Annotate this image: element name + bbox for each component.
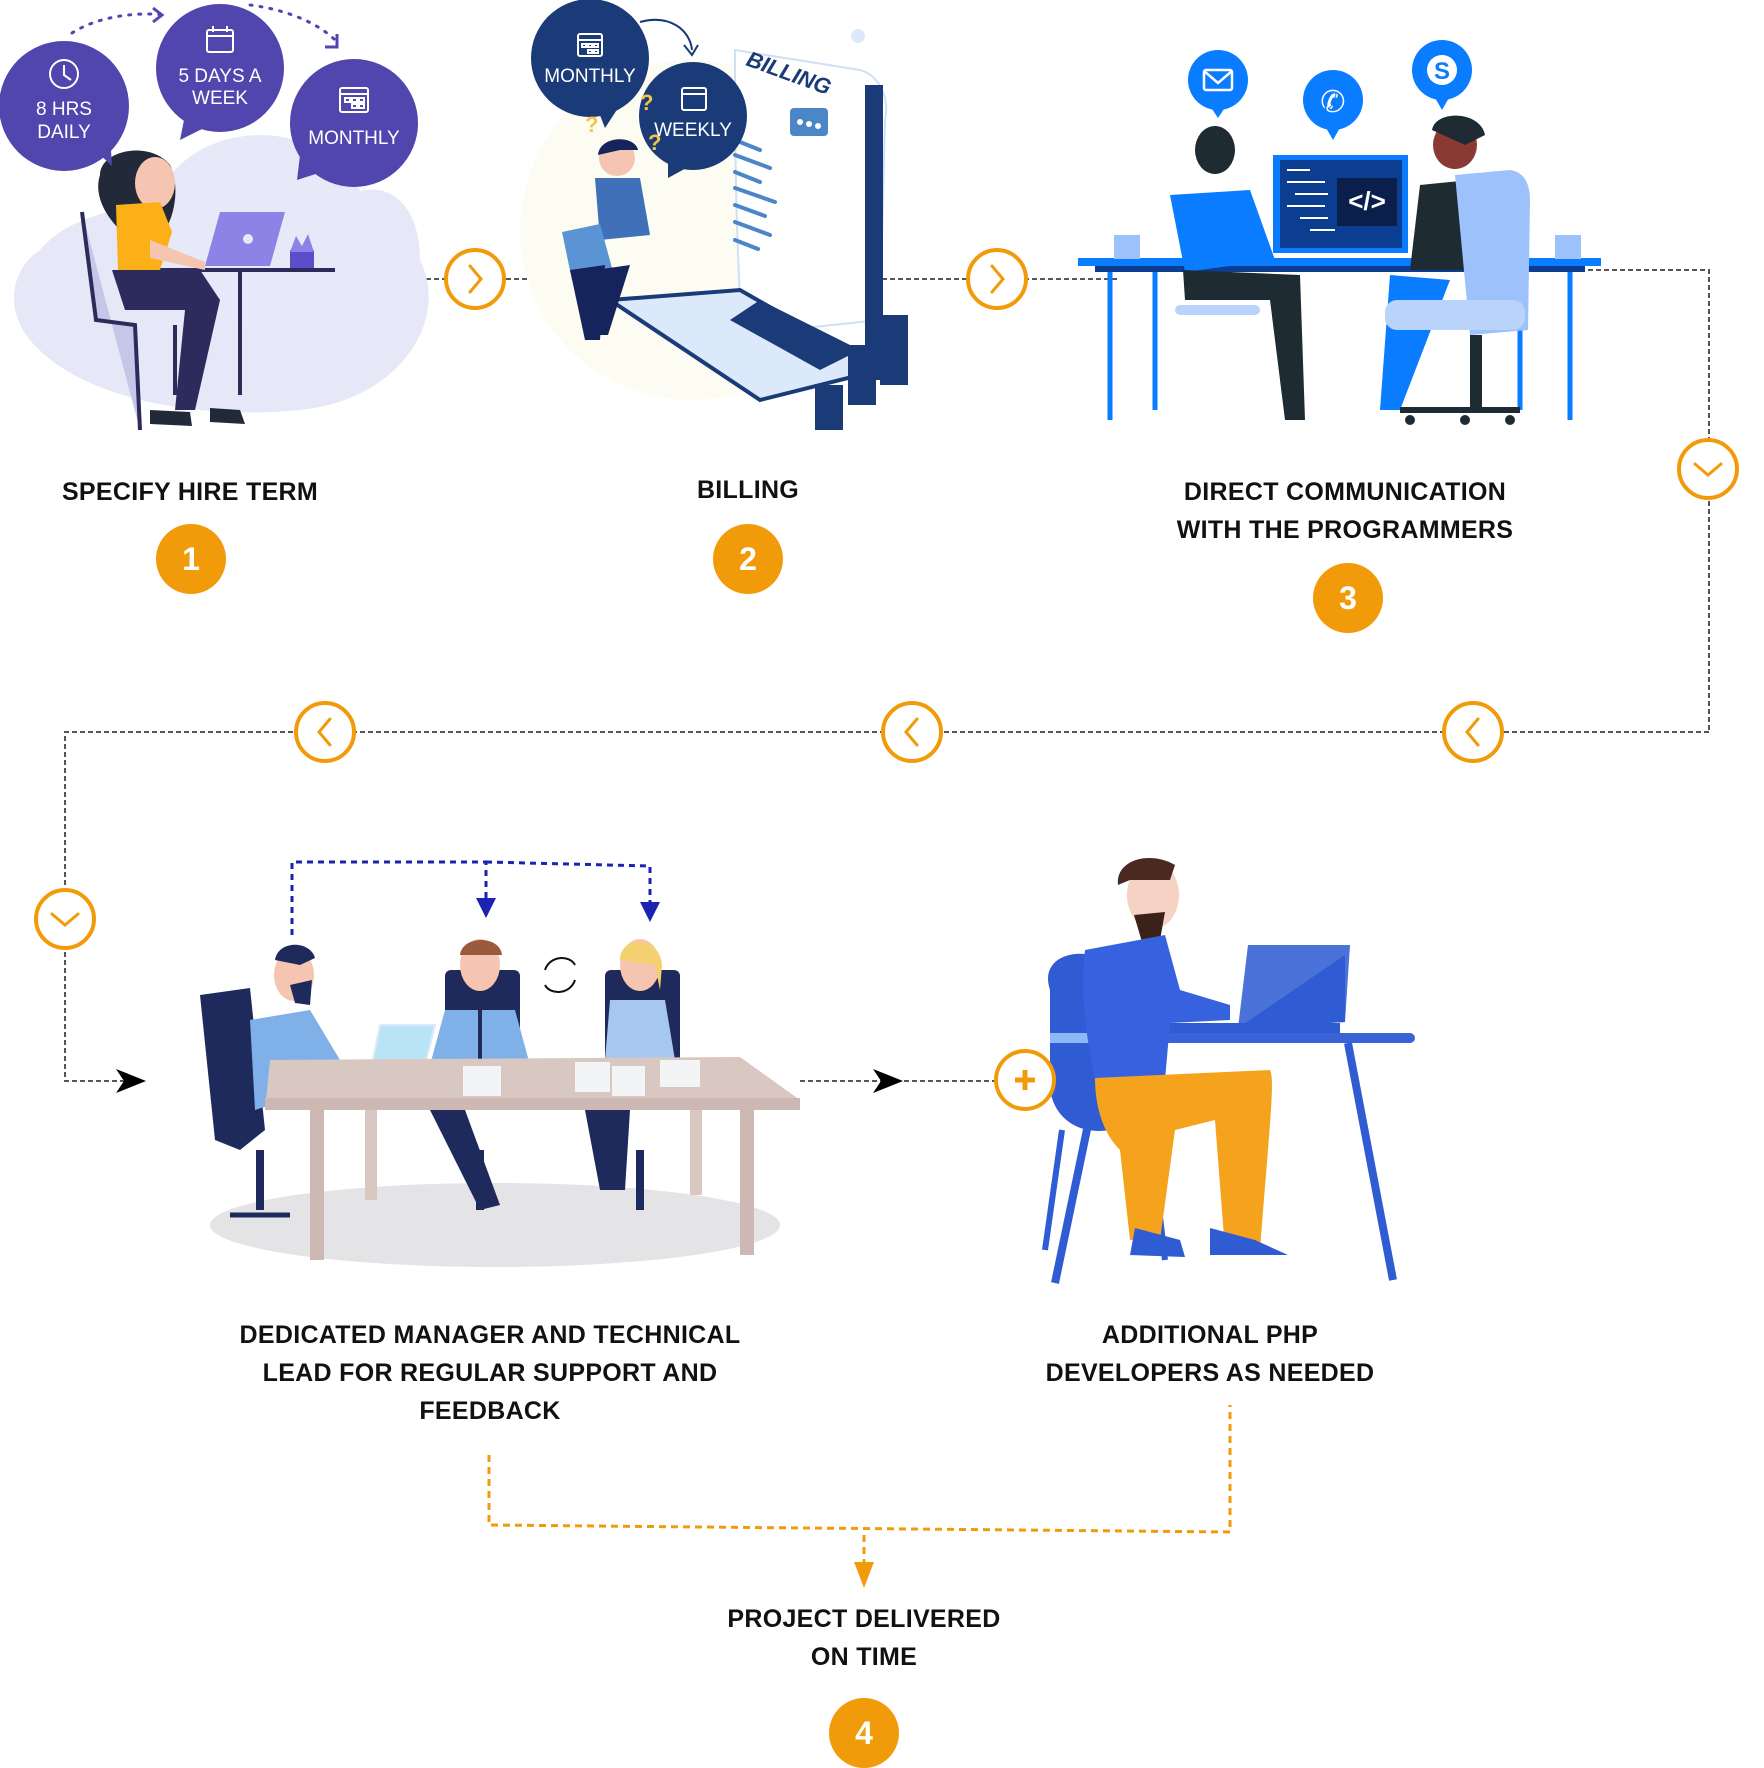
meeting-illustration — [200, 860, 800, 1267]
bubble-5-days-line2: WEEK — [192, 88, 248, 109]
developers-step-title: ADDITIONAL PHP DEVELOPERS AS NEEDED — [1010, 1316, 1410, 1392]
bubble-5-days-a-week: 5 DAYS A WEEK — [156, 4, 284, 140]
arrowhead-to-developer — [873, 1069, 903, 1093]
calendar-icon — [206, 26, 234, 53]
chevron-right-icon — [990, 264, 1005, 294]
step-3-title-line2: WITH THE PROGRAMMERS — [1176, 516, 1514, 544]
prev-step-button-3[interactable] — [294, 701, 356, 763]
next-step-button-2[interactable] — [966, 248, 1028, 310]
next-step-button-down-left[interactable] — [34, 888, 96, 950]
step-2-badge: 2 — [713, 524, 783, 594]
step-2-title-text: BILLING — [696, 476, 800, 504]
bubble-8-hrs-daily: 8 HRS DAILY — [0, 41, 129, 171]
step-4-badge: 4 — [829, 1698, 899, 1768]
step-3-title-line1: DIRECT COMMUNICATION — [1183, 478, 1507, 506]
svg-text:?: ? — [585, 112, 598, 137]
mail-icon — [1202, 68, 1234, 92]
hire-term-arc-arrow-2 — [325, 34, 339, 49]
chevron-left-icon — [904, 717, 919, 747]
chevron-down-icon — [50, 912, 80, 927]
hire-term-flow-arc-2 — [248, 3, 337, 42]
step-4-title-line1: PROJECT DELIVERED — [727, 1605, 1001, 1633]
developers-title-line1: ADDITIONAL PHP — [1101, 1321, 1319, 1349]
calendar-grid-icon — [339, 87, 369, 113]
next-step-button-down-right[interactable] — [1677, 438, 1739, 500]
step-2-title: BILLING — [600, 471, 896, 509]
code-symbol: </> — [1348, 186, 1386, 216]
chevron-left-icon — [1465, 717, 1480, 747]
mail-bubble — [1188, 50, 1248, 118]
bubble-monthly-hire: MONTHLY — [290, 59, 418, 187]
plus-icon — [1015, 1070, 1035, 1090]
svg-text:?: ? — [640, 90, 653, 115]
hire-term-illustration — [13, 135, 429, 431]
calendar-grid-icon — [577, 33, 603, 57]
step-1-title: SPECIFY HIRE TERM — [20, 473, 360, 511]
chevron-left-icon — [317, 717, 332, 747]
clock-icon — [49, 59, 79, 89]
prev-step-button-2[interactable] — [881, 701, 943, 763]
chevron-down-icon — [1693, 462, 1723, 477]
phone-icon: ✆ — [1320, 86, 1345, 119]
arrowhead-to-delivery — [854, 1562, 874, 1588]
bubble-weekly-billing: WEEKLY — [639, 62, 747, 178]
bubble-8-hrs-line2: DAILY — [37, 122, 91, 143]
step-4-title-line2: ON TIME — [810, 1643, 918, 1671]
skype-bubble: S — [1412, 40, 1472, 110]
phone-bubble: ✆ — [1303, 70, 1363, 140]
meeting-step-title: DEDICATED MANAGER AND TECHNICAL LEAD FOR… — [190, 1316, 790, 1430]
calendar-icon — [681, 87, 707, 111]
step-4-title: PROJECT DELIVERED ON TIME — [664, 1600, 1064, 1676]
meeting-title-line2: LEAD FOR REGULAR SUPPORT AND — [262, 1359, 718, 1387]
hire-term-flow-arc-1 — [70, 12, 167, 35]
delivery-connector — [487, 1405, 1232, 1565]
bubble-8-hrs-line1: 8 HRS — [36, 99, 92, 120]
svg-text:S: S — [1434, 58, 1450, 85]
prev-step-button-1[interactable] — [1442, 701, 1504, 763]
bubble-monthly-hire-label: MONTHLY — [308, 128, 400, 149]
meeting-title-line1: DEDICATED MANAGER AND TECHNICAL — [239, 1321, 741, 1349]
hire-term-arc-arrow-1 — [152, 6, 165, 24]
step-3-title: DIRECT COMMUNICATION WITH THE PROGRAMMER… — [1100, 473, 1590, 549]
communication-illustration: </> — [1078, 115, 1601, 425]
billing-flow-arc — [639, 19, 693, 51]
arrowhead-to-meeting — [116, 1069, 146, 1093]
chevron-right-icon — [468, 264, 483, 294]
developer-illustration — [1042, 857, 1415, 1284]
step-3-badge: 3 — [1313, 563, 1383, 633]
bubble-monthly-billing-label: MONTHLY — [544, 66, 636, 87]
step-1-title-text: SPECIFY HIRE TERM — [61, 478, 319, 506]
question-marks-decoration: ??? — [585, 90, 661, 155]
next-step-button-1[interactable] — [444, 248, 506, 310]
billing-arc-arrow — [683, 44, 699, 57]
skype-icon: S — [1427, 55, 1457, 85]
billing-illustration: BILLING — [520, 29, 908, 430]
bubble-weekly-billing-label: WEEKLY — [654, 120, 732, 141]
connector-step3-down — [1540, 269, 1710, 732]
add-developer-button[interactable] — [994, 1049, 1056, 1111]
bubble-5-days-line1: 5 DAYS A — [178, 66, 261, 87]
svg-text:?: ? — [648, 130, 661, 155]
step-1-badge: 1 — [156, 524, 226, 594]
meeting-title-line3: FEEDBACK — [419, 1397, 561, 1425]
bubble-monthly-billing: MONTHLY — [531, 0, 649, 128]
developers-title-line2: DEVELOPERS AS NEEDED — [1045, 1359, 1375, 1387]
